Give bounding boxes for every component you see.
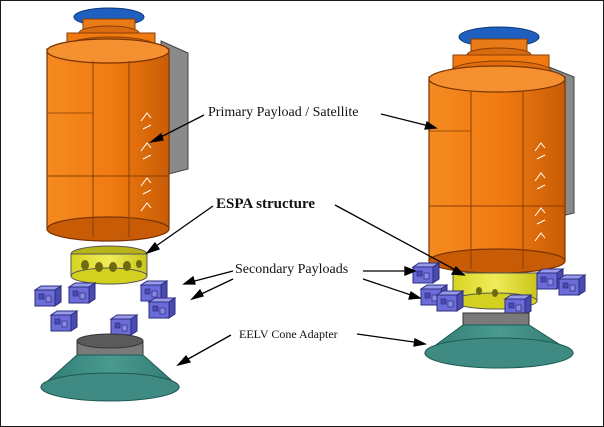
left-cone-adapter	[41, 334, 179, 401]
right-cone-adapter	[425, 313, 573, 368]
left-secondary-payload-5	[51, 311, 77, 331]
left-secondary-payload-1	[35, 286, 61, 306]
label-eelv-cone-adapter: EELV Cone Adapter	[239, 326, 338, 342]
left-secondary-payload-4	[149, 298, 175, 318]
left-espa-ring	[71, 246, 147, 284]
right-secondary-payload-3	[559, 275, 585, 295]
left-satellite-body	[47, 49, 169, 229]
left-assembly	[35, 8, 188, 401]
label-primary-payload: Primary Payload / Satellite	[208, 105, 358, 121]
right-secondary-payload-5	[437, 291, 463, 311]
right-secondary-payload-1	[413, 263, 439, 283]
right-secondary-payload-6	[505, 295, 531, 315]
label-espa-structure: ESPA structure	[216, 196, 315, 212]
right-satellite-body	[429, 77, 565, 261]
left-secondary-payload-2	[69, 283, 95, 303]
label-secondary-payloads: Secondary Payloads	[235, 262, 348, 278]
left-secondary-payload-6	[111, 315, 137, 335]
right-assembly	[413, 27, 585, 368]
